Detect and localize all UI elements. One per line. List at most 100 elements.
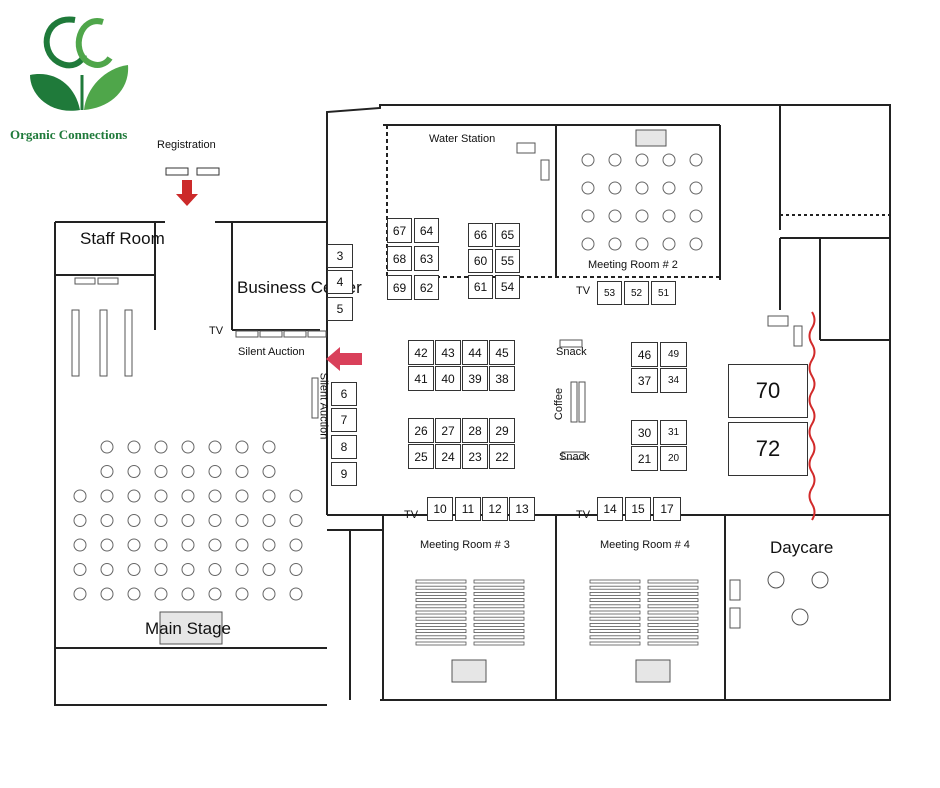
round-table xyxy=(73,538,87,552)
seat-row xyxy=(647,629,699,633)
booth[interactable]: 7 xyxy=(331,408,357,432)
meeting-room-2-label: Meeting Room # 2 xyxy=(588,259,678,271)
seat-row xyxy=(473,592,525,596)
booth[interactable]: 10 xyxy=(427,497,453,521)
round-table xyxy=(289,489,303,503)
seat-row xyxy=(415,629,467,633)
booth[interactable]: 39 xyxy=(462,366,488,391)
round-table xyxy=(181,563,195,576)
booth[interactable]: 4 xyxy=(327,270,353,294)
round-table xyxy=(127,440,141,454)
booth[interactable]: 66 xyxy=(468,223,493,247)
coffee-label: Coffee xyxy=(553,387,566,421)
booth[interactable]: 55 xyxy=(495,249,520,273)
booth[interactable]: 68 xyxy=(387,246,412,271)
booth[interactable]: 24 xyxy=(435,444,461,469)
seat-row xyxy=(647,585,699,590)
booth[interactable]: 51 xyxy=(651,281,676,305)
tv-left-label: TV xyxy=(404,509,419,521)
booth[interactable]: 12 xyxy=(482,497,508,521)
booth[interactable]: 42 xyxy=(408,340,434,365)
seat-row xyxy=(647,635,699,640)
booth[interactable]: 60 xyxy=(468,249,493,273)
booth[interactable]: 41 xyxy=(408,366,434,391)
seat-row xyxy=(589,585,641,590)
silent-auction-label: Silent Auction xyxy=(238,346,305,358)
seat-row xyxy=(647,604,699,609)
registration-table xyxy=(196,167,220,176)
booth[interactable]: 67 xyxy=(387,218,412,243)
booth[interactable]: 37 xyxy=(631,368,658,393)
booth[interactable]: 9 xyxy=(331,462,357,486)
booth[interactable]: 40 xyxy=(435,366,461,391)
round-table xyxy=(208,587,222,601)
seat-row xyxy=(415,623,467,627)
booth[interactable]: 54 xyxy=(495,275,520,299)
round-table xyxy=(262,440,276,454)
booth[interactable]: 25 xyxy=(408,444,434,469)
round-table xyxy=(127,489,141,503)
booth[interactable]: 29 xyxy=(489,418,515,443)
booth[interactable]: 44 xyxy=(462,340,488,365)
seat-row xyxy=(589,610,641,615)
booth[interactable]: 64 xyxy=(414,218,439,243)
booth[interactable]: 45 xyxy=(489,340,515,365)
booth[interactable]: 6 xyxy=(331,382,357,406)
seat-row xyxy=(589,623,641,627)
booth[interactable]: 53 xyxy=(597,281,622,305)
round-table xyxy=(181,538,195,552)
round-table xyxy=(73,587,87,601)
round-table xyxy=(154,514,168,527)
booth[interactable]: 63 xyxy=(414,246,439,271)
round-table xyxy=(235,538,249,552)
seat-row xyxy=(415,592,467,596)
booth[interactable]: 5 xyxy=(327,297,353,321)
booth[interactable]: 38 xyxy=(489,366,515,391)
booth[interactable]: 49 xyxy=(660,342,687,367)
booth[interactable]: 21 xyxy=(631,446,658,471)
booth-large[interactable]: 72 xyxy=(728,422,808,476)
booth[interactable]: 17 xyxy=(653,497,681,521)
round-table xyxy=(262,538,276,552)
booth[interactable]: 30 xyxy=(631,420,658,445)
booth[interactable]: 62 xyxy=(414,275,439,300)
round-table xyxy=(73,489,87,503)
round-table xyxy=(181,465,195,478)
booth[interactable]: 20 xyxy=(660,446,687,471)
seat-row xyxy=(415,604,467,609)
booth[interactable]: 52 xyxy=(624,281,649,305)
logo-text: Organic Connections xyxy=(10,127,128,142)
booth[interactable]: 14 xyxy=(597,497,623,521)
booth[interactable]: 61 xyxy=(468,275,493,299)
booth[interactable]: 34 xyxy=(660,368,687,393)
round-table xyxy=(181,489,195,503)
booth[interactable]: 15 xyxy=(625,497,651,521)
round-table xyxy=(127,563,141,576)
booth[interactable]: 65 xyxy=(495,223,520,247)
round-table xyxy=(235,514,249,527)
booth[interactable]: 8 xyxy=(331,435,357,459)
round-table xyxy=(73,514,87,527)
seat-row xyxy=(589,629,641,633)
booth[interactable]: 31 xyxy=(660,420,687,445)
booth[interactable]: 28 xyxy=(462,418,488,443)
booth[interactable]: 43 xyxy=(435,340,461,365)
booth[interactable]: 69 xyxy=(387,275,412,300)
round-table xyxy=(262,587,276,601)
round-table xyxy=(181,587,195,601)
round-table xyxy=(181,514,195,527)
booth[interactable]: 23 xyxy=(462,444,488,469)
booth[interactable]: 46 xyxy=(631,342,658,367)
meeting-room-2-stage xyxy=(635,129,667,147)
booth[interactable]: 26 xyxy=(408,418,434,443)
booth[interactable]: 3 xyxy=(327,244,353,268)
round-table xyxy=(662,237,676,251)
seat-row xyxy=(473,579,525,584)
booth[interactable]: 13 xyxy=(509,497,535,521)
booth[interactable]: 11 xyxy=(455,497,481,521)
daycare-label: Daycare xyxy=(770,538,834,557)
booth[interactable]: 27 xyxy=(435,418,461,443)
booth-large[interactable]: 70 xyxy=(728,364,808,418)
booth[interactable]: 22 xyxy=(489,444,515,469)
organic-connections-logo xyxy=(30,16,129,111)
